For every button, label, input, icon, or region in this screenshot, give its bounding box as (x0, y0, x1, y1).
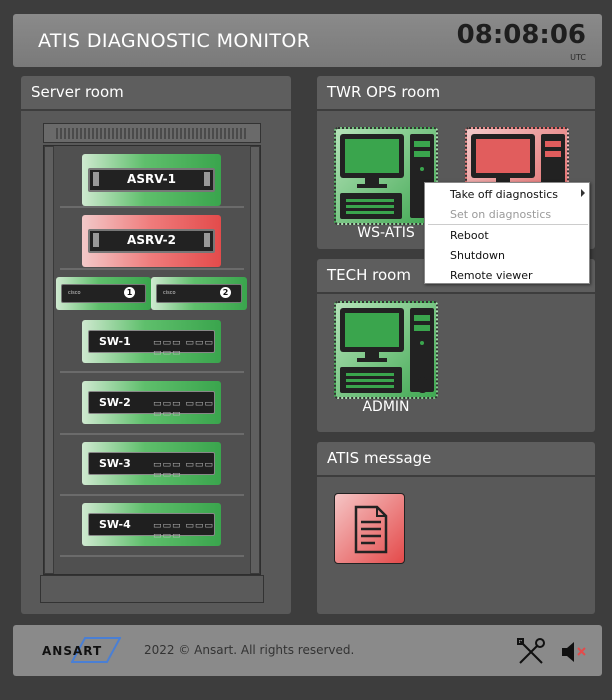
menu-item-remote-viewer[interactable]: Remote viewer (450, 269, 533, 282)
rack-base (40, 575, 264, 603)
menu-item-shutdown[interactable]: Shutdown (450, 249, 505, 262)
timezone-label: UTC (570, 53, 586, 62)
twr-ops-room-title: TWR OPS room (317, 76, 595, 109)
document-icon (354, 505, 388, 554)
workstation-label: WS-ATIS (357, 225, 415, 241)
workstation-admin[interactable] (334, 301, 438, 399)
switch-sw-4[interactable]: SW-4▭▭▭ ▭▭▭ ▭▭▭ (82, 503, 221, 546)
menu-item-take-off-diagnostics[interactable]: Take off diagnostics (450, 188, 559, 201)
workstation-context-menu: Take off diagnostics Set on diagnostics … (424, 182, 590, 284)
switch-sw-2[interactable]: SW-2▭▭▭ ▭▭▭ ▭▭▭ (82, 381, 221, 424)
tools-icon[interactable] (516, 637, 546, 667)
app-title: ATIS DIAGNOSTIC MONITOR (38, 30, 311, 52)
server-room-title: Server room (21, 76, 291, 109)
switch-sw-3[interactable]: SW-3▭▭▭ ▭▭▭ ▭▭▭ (82, 442, 221, 485)
copyright-text: 2022 © Ansart. All rights reserved. (144, 643, 355, 657)
computer-icon (340, 308, 434, 393)
router-cisco-1[interactable]: cisco 1 (56, 277, 151, 310)
atis-message-title: ATIS message (317, 442, 595, 475)
server-label: ASRV-2 (127, 233, 176, 247)
switch-label: SW-1 (99, 335, 131, 348)
speaker-muted-icon[interactable] (560, 639, 590, 665)
rack-top (43, 123, 261, 143)
switch-sw-1[interactable]: SW-1▭▭▭ ▭▭▭ ▭▭▭ (82, 320, 221, 363)
router-number: 2 (220, 287, 231, 298)
app-footer: ANSART 2022 © Ansart. All rights reserve… (13, 625, 602, 676)
server-asrv-2[interactable]: ASRV-2 (82, 215, 221, 267)
router-cisco-2[interactable]: cisco 2 (151, 277, 247, 310)
router-brand: cisco (163, 290, 176, 296)
router-number: 1 (124, 287, 135, 298)
ansart-logo-icon (71, 637, 121, 663)
router-brand: cisco (68, 290, 81, 296)
menu-item-reboot[interactable]: Reboot (450, 229, 489, 242)
computer-icon (340, 134, 434, 219)
server-label: ASRV-1 (127, 172, 176, 186)
switch-label: SW-2 (99, 396, 131, 409)
switch-label: SW-3 (99, 457, 131, 470)
workstation-label: ADMIN (362, 399, 410, 415)
server-asrv-1[interactable]: ASRV-1 (82, 154, 221, 206)
submenu-arrow-icon (581, 189, 585, 197)
footer-brand: ANSART (42, 644, 103, 658)
atis-message-button[interactable] (334, 493, 405, 564)
menu-item-set-on-diagnostics: Set on diagnostics (450, 208, 552, 221)
workstation-ws-atis[interactable] (334, 127, 438, 225)
switch-label: SW-4 (99, 518, 131, 531)
app-header: ATIS DIAGNOSTIC MONITOR 08:08:06 UTC (13, 14, 602, 67)
utc-clock: 08:08:06 (456, 20, 586, 50)
